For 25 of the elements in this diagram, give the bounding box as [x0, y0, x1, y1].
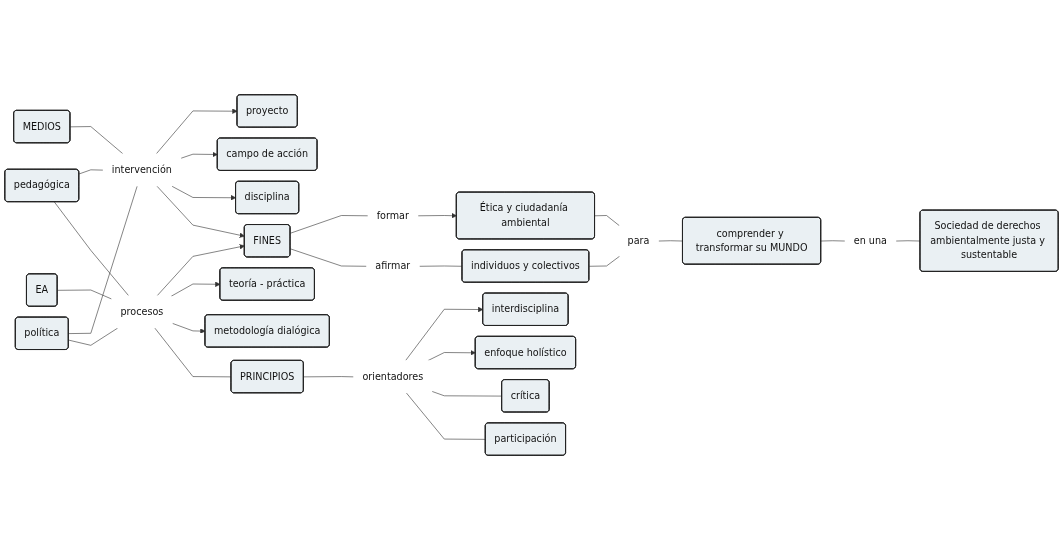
connector [54, 201, 129, 297]
connector [588, 255, 620, 267]
connector [57, 289, 113, 300]
node-text: procesos [120, 305, 164, 318]
connector [290, 248, 367, 267]
connector [658, 240, 684, 242]
connector [154, 327, 232, 378]
connector [431, 391, 503, 397]
connector [290, 215, 369, 234]
node-text: formar [376, 209, 409, 221]
node-text: intervención [111, 163, 172, 176]
connector [406, 392, 486, 440]
node-text: afirmar [375, 259, 411, 272]
connector [419, 265, 463, 267]
node-text: para [627, 234, 650, 247]
connector [68, 327, 118, 346]
connector [895, 240, 921, 242]
connector [820, 240, 846, 242]
node-text: en una [853, 234, 887, 247]
connector [78, 169, 104, 175]
connector [68, 186, 138, 334]
connector [69, 126, 124, 155]
node-text: orientadores [362, 370, 424, 382]
connector [594, 215, 620, 227]
connector [303, 376, 354, 378]
